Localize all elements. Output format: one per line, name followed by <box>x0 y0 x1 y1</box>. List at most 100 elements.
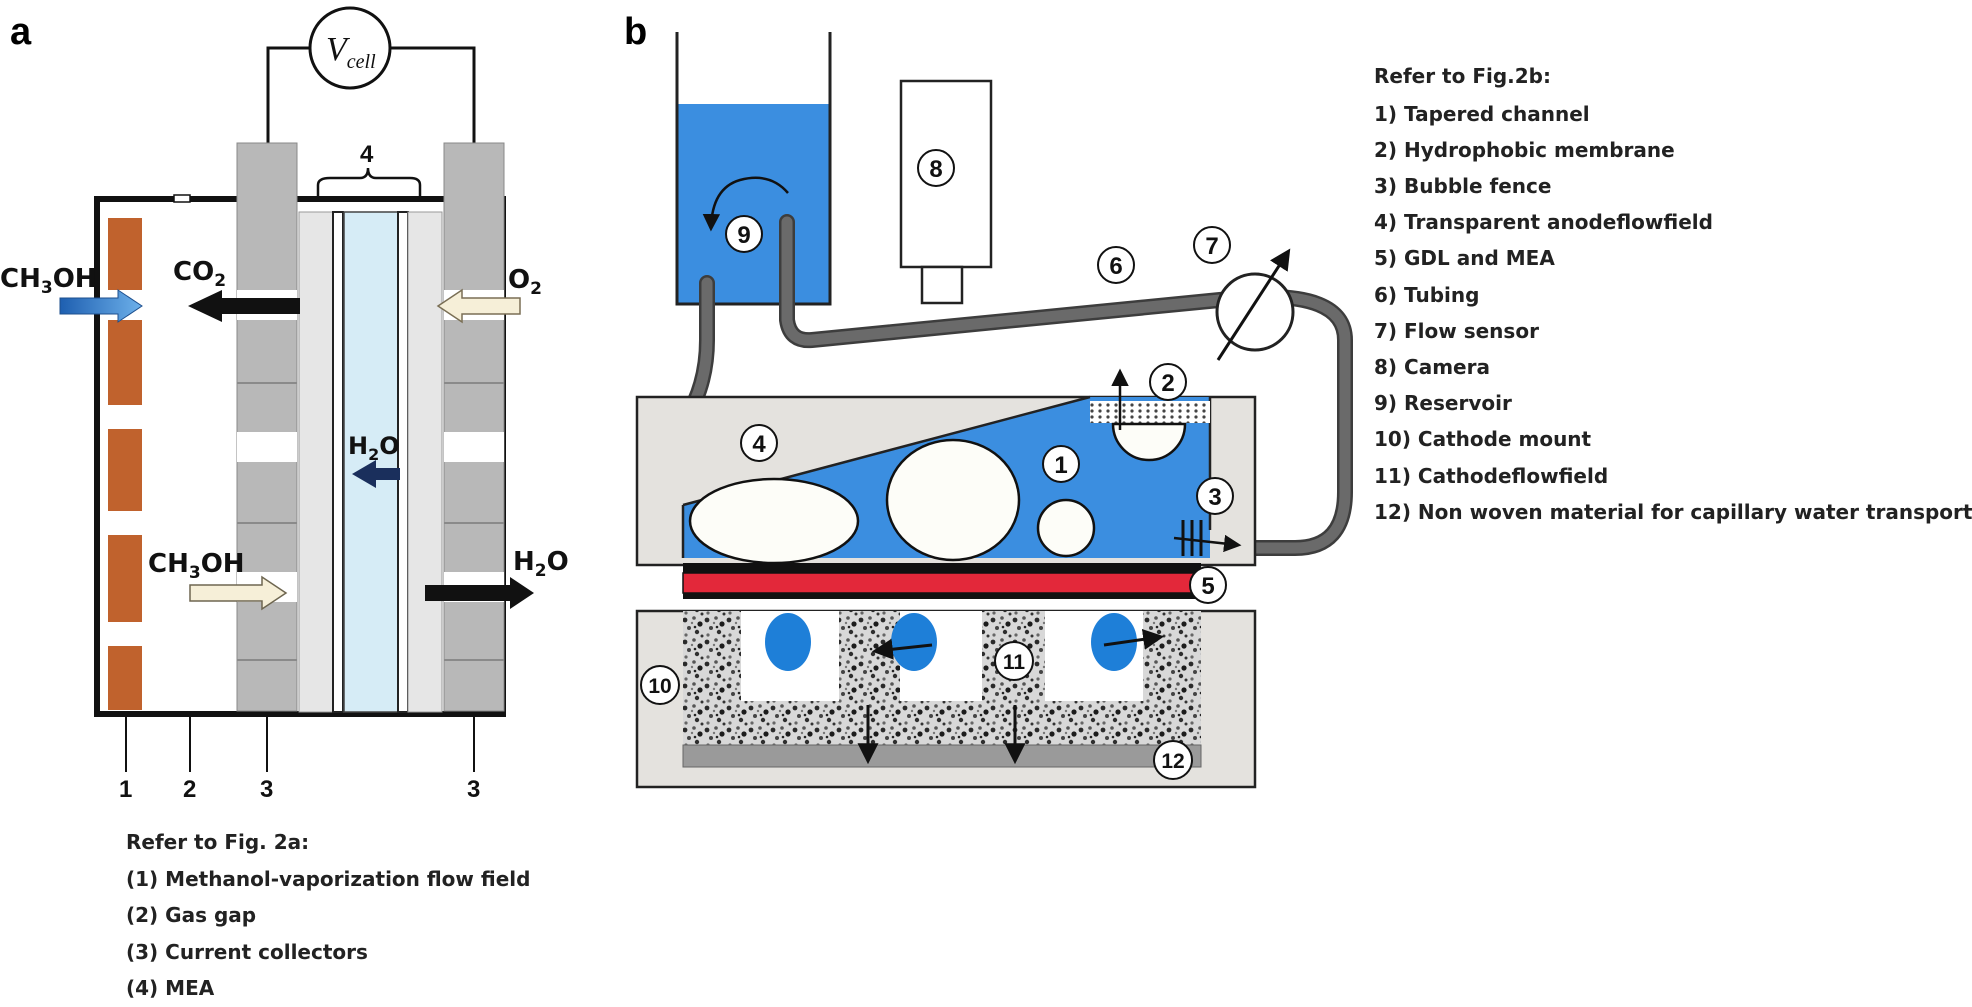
droplet-2-arrow-icon <box>871 638 933 660</box>
bottom-label-2: 2 <box>183 776 196 803</box>
h2o-outlet-label: H2O <box>513 547 569 581</box>
bubble-3 <box>1036 498 1096 558</box>
callout-8-circle <box>917 149 955 187</box>
droplet-3 <box>1091 613 1137 671</box>
mea-stack <box>298 211 443 713</box>
flow-field-gap-3 <box>108 511 142 535</box>
h2o-crossover-label: H2O <box>348 432 400 464</box>
mea-layer-right <box>407 211 443 713</box>
bottom-label-3b: 3 <box>467 776 480 803</box>
gdl-layer <box>683 563 1201 573</box>
callout-11: 11 <box>1003 651 1026 674</box>
legend-b-items: 1) Tapered channel 2) Hydrophobic membra… <box>1374 96 1972 530</box>
housing-vent <box>173 194 191 203</box>
cathode-assembly: 11 10 12 <box>635 609 1257 789</box>
mea-layer-left <box>298 211 334 713</box>
flow-sensor-body <box>1215 272 1295 352</box>
mea-layer <box>682 572 1202 594</box>
legend-panel-b: Refer to Fig.2b: 1) Tapered channel 2) H… <box>1374 58 1972 530</box>
callout-7-circle <box>1193 226 1231 264</box>
callout-5-circle <box>1189 566 1227 604</box>
reservoir-circulation-arrow-icon <box>702 176 789 232</box>
panel-b: b 9 8 6 7 <box>624 11 1353 789</box>
panel-a-letter: a <box>10 11 32 53</box>
voltmeter-icon <box>308 6 392 90</box>
membrane <box>343 211 399 713</box>
callout-12: 12 <box>1161 750 1184 773</box>
droplet-1 <box>765 613 811 671</box>
legend-a-item: (4) MEA <box>126 976 215 1000</box>
bubble-2 <box>885 438 1021 562</box>
h2o-outlet-arrow-icon <box>425 577 534 609</box>
legend-a-item: (1) Methanol-vaporization flow field <box>126 866 531 891</box>
legend-panel-a: Refer to Fig. 2a: (1) Methanol-vaporizat… <box>126 824 530 1007</box>
co2-arrow-icon <box>188 290 300 322</box>
legend-a-title: Refer to Fig. 2a: <box>126 830 310 854</box>
legend-a-item: (2) Gas gap <box>126 903 257 927</box>
ch3oh-gap-label: CH3OH <box>148 549 245 583</box>
panel-a: a Vcell 4 <box>0 6 569 803</box>
legend-b-item: 4) Transparent anodeflowfield <box>1374 210 1713 235</box>
mea-number-label: 4 <box>360 141 374 168</box>
circuit-wires <box>266 46 476 143</box>
mea-electrode-left <box>332 211 344 713</box>
gdl-mea: 5 <box>682 563 1227 604</box>
current-collector-right <box>443 142 505 712</box>
callout-2-circle <box>1149 363 1187 401</box>
legend-b-title: Refer to Fig.2b: <box>1374 64 1551 88</box>
callout-2: 2 <box>1161 370 1174 397</box>
anode-flowfield: 2 4 1 3 <box>635 363 1257 567</box>
ch3oh-inlet-arrow-icon <box>59 289 143 323</box>
bottom-label-3a: 3 <box>260 776 273 803</box>
legend-b-item: 1) Tapered channel <box>1374 101 1590 126</box>
ch3oh-gap-arrow-icon <box>189 575 288 611</box>
ch3oh-inlet-label: CH3OH <box>0 264 97 298</box>
legend-b-item: 2) Hydrophobic membrane <box>1374 137 1675 162</box>
voltmeter-circuit: Vcell <box>266 6 476 143</box>
legend-b-item: 7) Flow sensor <box>1374 318 1539 343</box>
bottom-label-1: 1 <box>119 776 132 803</box>
legend-b-item: 8) Camera <box>1374 354 1490 379</box>
callout-9: 9 <box>737 222 750 249</box>
reservoir-walls <box>675 32 832 306</box>
callout-6: 6 <box>1109 253 1122 280</box>
hydrophobic-membrane <box>1090 401 1210 423</box>
panel-b-letter: b <box>624 11 647 53</box>
legend-b-item: 12) Non woven material for capillary wat… <box>1374 499 1972 524</box>
mea-brace <box>316 167 422 198</box>
legend-b-item: 6) Tubing <box>1374 282 1480 307</box>
droplet-2 <box>891 613 937 671</box>
flow-field-gap-4 <box>108 622 142 646</box>
camera-lens <box>920 265 964 305</box>
reservoir: 9 <box>675 32 832 306</box>
callout-3: 3 <box>1208 484 1221 511</box>
mea-electrode-right <box>397 211 409 713</box>
o2-arrow-icon <box>436 288 521 324</box>
callout-5: 5 <box>1201 573 1214 600</box>
reservoir-water <box>677 104 830 304</box>
callout-7: 7 <box>1205 233 1218 260</box>
nonwoven-layer <box>682 744 1202 768</box>
collector-left-gap-2 <box>237 432 297 462</box>
o2-label: O2 <box>508 265 542 299</box>
current-collector-left <box>236 142 298 712</box>
bubble-venting <box>1111 422 1187 462</box>
collector-right-gap-2 <box>444 432 504 462</box>
legend-b-item: 5) GDL and MEA <box>1374 246 1555 271</box>
co2-label: CO2 <box>173 257 226 291</box>
callout-1: 1 <box>1054 452 1067 479</box>
legend-a-item: (3) Current collectors <box>126 939 368 964</box>
collector-left-body <box>236 142 298 712</box>
callout-11-circle <box>994 641 1034 681</box>
collector-right-body <box>443 142 505 712</box>
legend-b-item: 11) Cathodeflowfield <box>1374 463 1609 488</box>
legend-b-item: 10) Cathode mount <box>1374 427 1592 452</box>
legend-b-item: 9) Reservoir <box>1374 391 1512 416</box>
callout-10-circle <box>640 665 680 705</box>
callout-12-circle <box>1153 740 1193 780</box>
flow-sensor-arrow <box>1216 248 1291 361</box>
bubble-fence-icon <box>1173 520 1242 556</box>
h2o-crossover-arrow-icon <box>352 460 400 488</box>
callout-4: 4 <box>752 431 766 458</box>
callout-6-circle <box>1097 246 1135 284</box>
